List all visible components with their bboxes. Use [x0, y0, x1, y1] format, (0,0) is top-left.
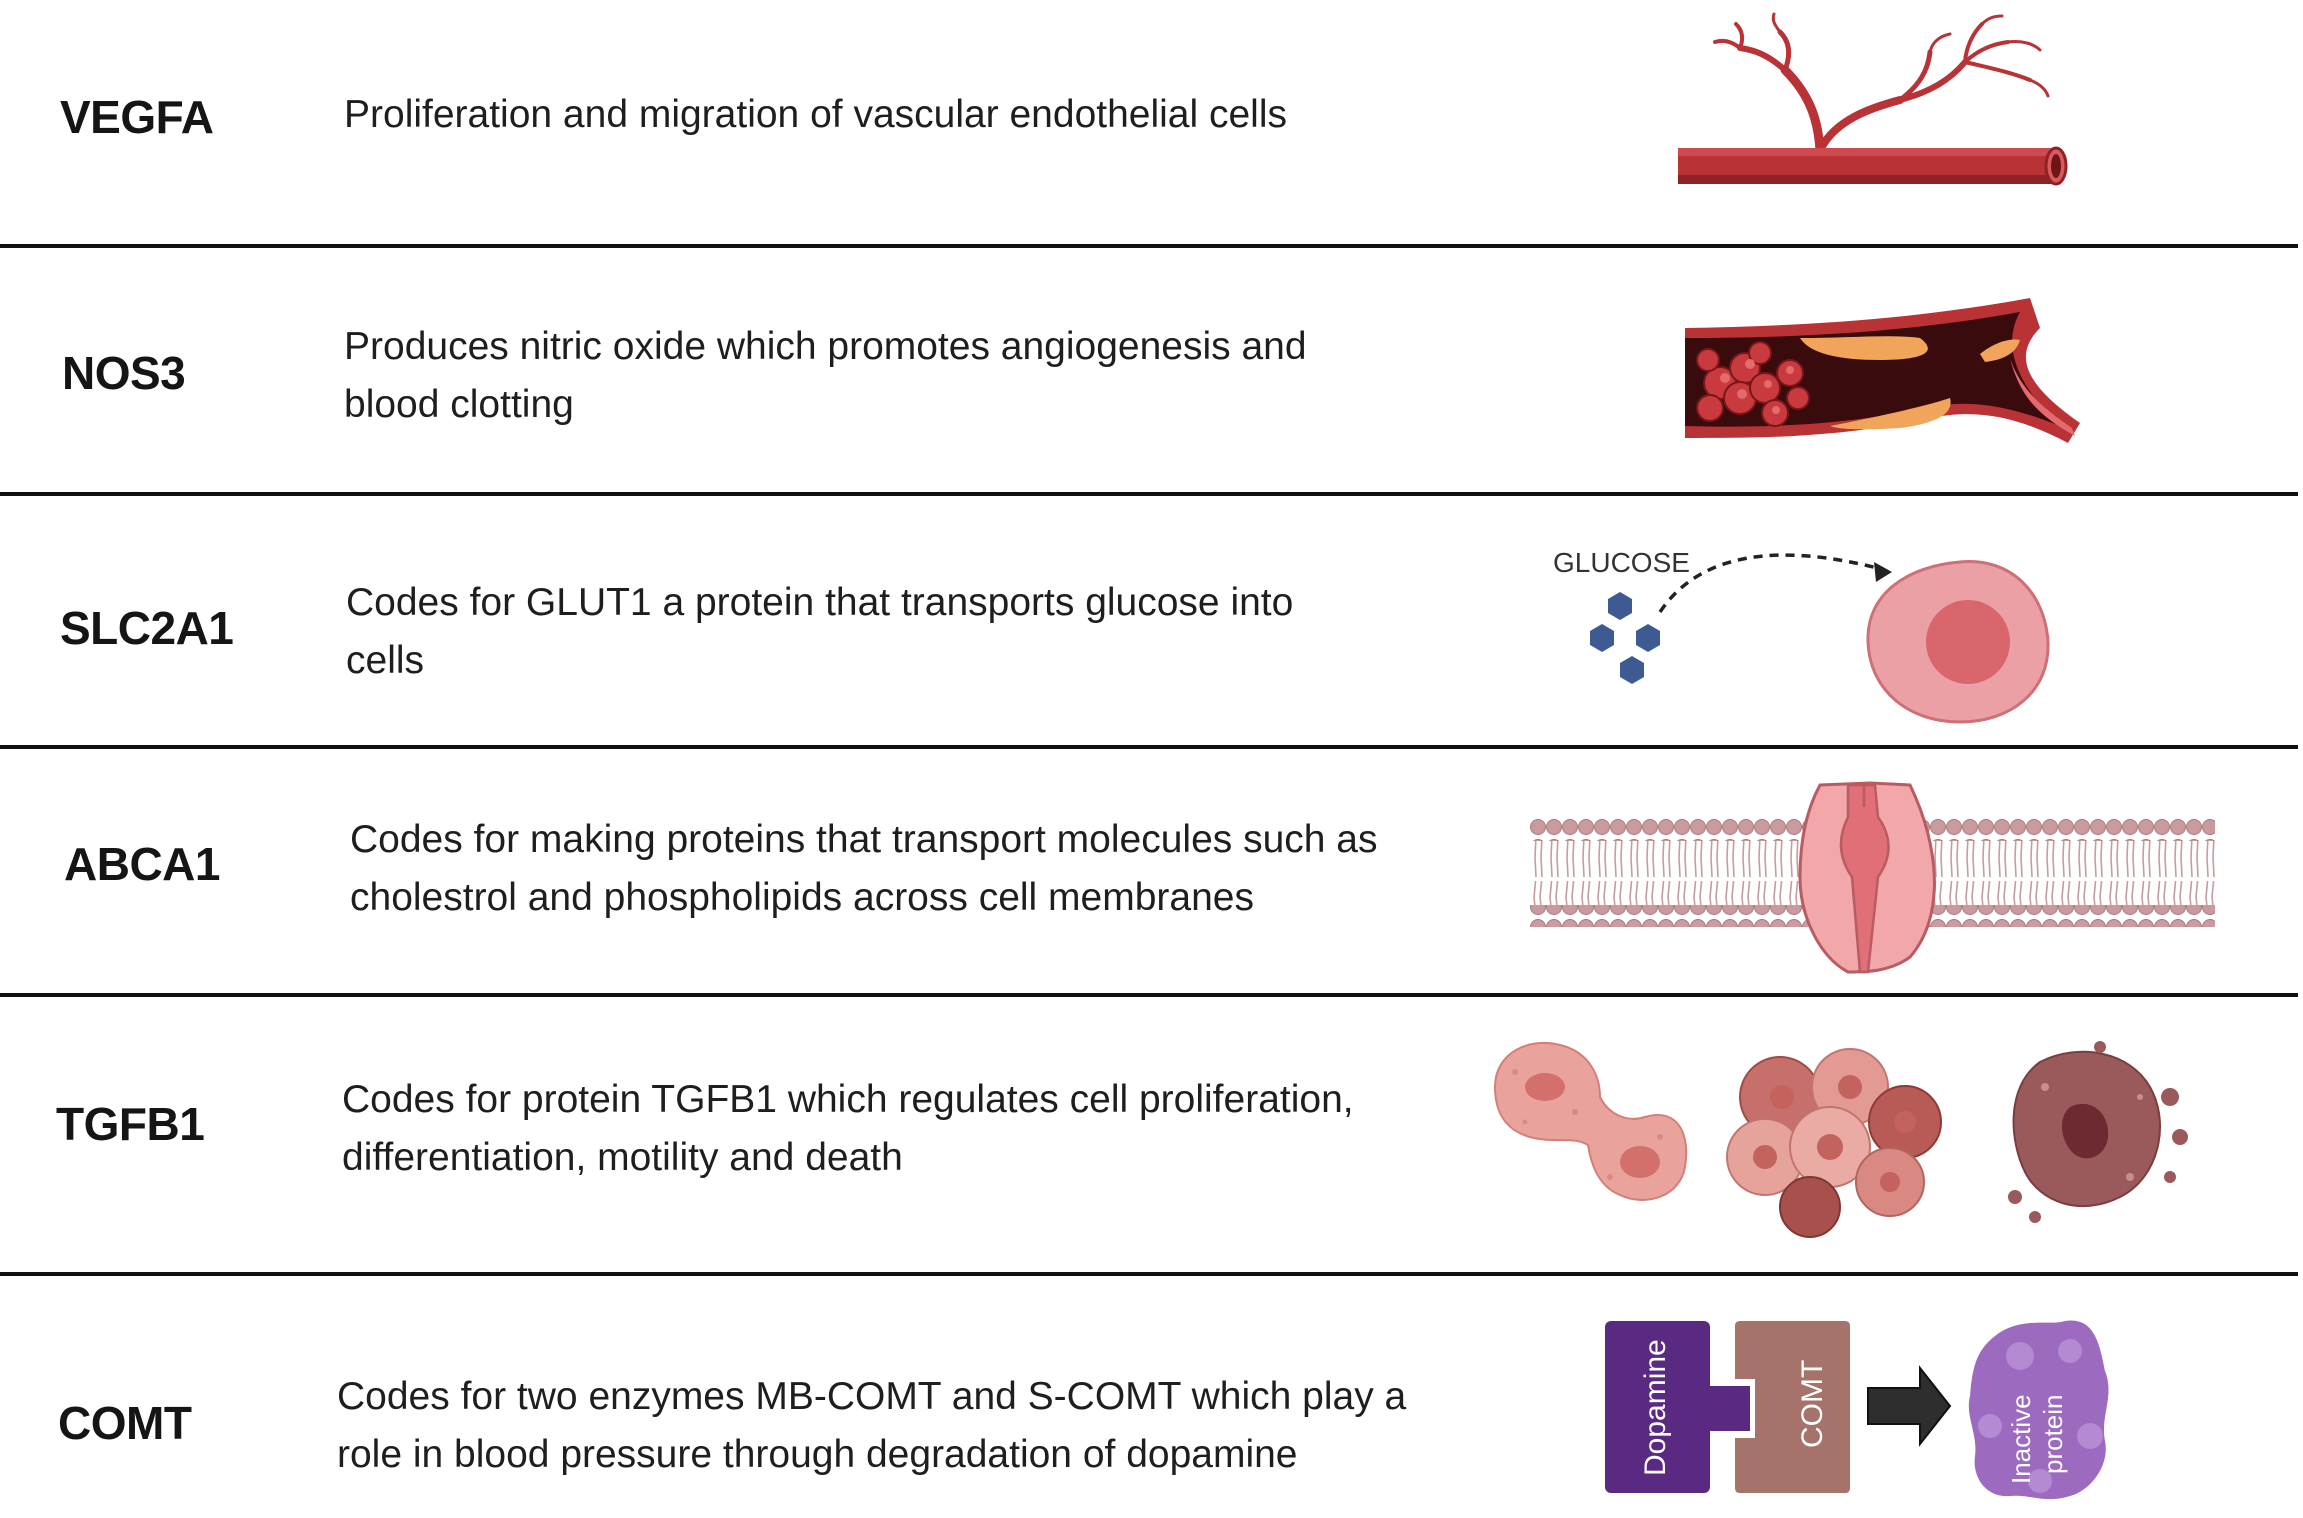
- svg-text:Dopamine: Dopamine: [1639, 1339, 1672, 1476]
- description-line: Codes for two enzymes MB-COMT and S-COMT…: [337, 1375, 1407, 1418]
- row-abca1: ABCA1 Codes for making proteins that tra…: [0, 749, 2303, 994]
- row-nos3: NOS3 Produces nitric oxide which promote…: [0, 248, 2303, 493]
- row-divider: [0, 492, 2298, 496]
- svg-text:Inactive: Inactive: [2006, 1394, 2036, 1484]
- gene-description: Codes for GLUT1 a protein that transport…: [346, 574, 1293, 690]
- gene-name: NOS3: [62, 347, 186, 399]
- cell-cluster-icon: [1726, 1048, 1942, 1238]
- dying-cell-icon: [2008, 1041, 2188, 1223]
- membrane-transporter-icon: [1530, 781, 2215, 974]
- gene-description: Codes for protein TGFB1 which regulates …: [342, 1071, 1354, 1187]
- row-divider: [0, 1272, 2298, 1276]
- row-tgfb1: TGFB1 Codes for protein TGFB1 which regu…: [0, 997, 2303, 1272]
- dopamine-block: Dopamine: [1605, 1321, 1750, 1493]
- row-vegfa: VEGFA Proliferation and migration of vas…: [0, 0, 2303, 245]
- gene-name: COMT: [58, 1397, 192, 1449]
- svg-text:COMT: COMT: [1796, 1360, 1829, 1448]
- gene-name: VEGFA: [60, 91, 214, 143]
- description-line: Codes for GLUT1 a protein that transport…: [346, 581, 1294, 624]
- svg-text:protein: protein: [2038, 1395, 2068, 1475]
- gene-name: TGFB1: [56, 1098, 205, 1150]
- row-divider: [0, 993, 2298, 997]
- description-line: Proliferation and migration of vascular …: [344, 93, 1288, 136]
- cell-division-death-icon: [1493, 1041, 2188, 1238]
- dividing-cell-icon: [1493, 1041, 1688, 1201]
- glucose-label: GLUCOSE: [1553, 547, 1690, 578]
- dopamine-degradation-icon: Dopamine COMT Inactive protein: [1605, 1320, 2109, 1500]
- description-line: cells: [346, 639, 425, 682]
- arrow-right-icon: [1867, 1365, 1952, 1447]
- gene-description: Proliferation and migration of vascular …: [344, 86, 1287, 144]
- description-line: cholestrol and phospholipids across cell…: [350, 876, 1254, 919]
- glucose-transport-cell-icon: GLUCOSE: [1553, 547, 2050, 724]
- gene-description: Codes for two enzymes MB-COMT and S-COMT…: [337, 1368, 1406, 1484]
- glucose-hexagons-icon: [1590, 592, 1660, 684]
- description-line: Codes for protein TGFB1 which regulates …: [342, 1078, 1354, 1121]
- row-divider: [0, 244, 2298, 248]
- gene-name: SLC2A1: [60, 602, 234, 654]
- description-line: Produces nitric oxide which promotes ang…: [344, 325, 1307, 368]
- description-line: role in blood pressure through degradati…: [337, 1433, 1298, 1476]
- comt-block: COMT: [1735, 1321, 1850, 1493]
- blood-vessel-branching-icon: [1678, 12, 2068, 186]
- row-slc2a1: SLC2A1 Codes for GLUT1 a protein that tr…: [0, 496, 2303, 746]
- gene-description: Codes for making proteins that transport…: [350, 811, 1378, 927]
- inactive-protein-icon: Inactive protein: [1968, 1320, 2109, 1500]
- row-comt: COMT Codes for two enzymes MB-COMT and S…: [0, 1276, 2303, 1518]
- row-divider: [0, 745, 2298, 749]
- description-line: blood clotting: [344, 383, 574, 426]
- gene-name: ABCA1: [64, 838, 220, 890]
- arrow-icon: [1874, 562, 1892, 582]
- description-line: differentiation, motility and death: [342, 1136, 903, 1179]
- description-line: Codes for making proteins that transport…: [350, 818, 1378, 861]
- gene-description: Produces nitric oxide which promotes ang…: [344, 318, 1307, 434]
- blood-clot-artery-icon: [1685, 298, 2080, 443]
